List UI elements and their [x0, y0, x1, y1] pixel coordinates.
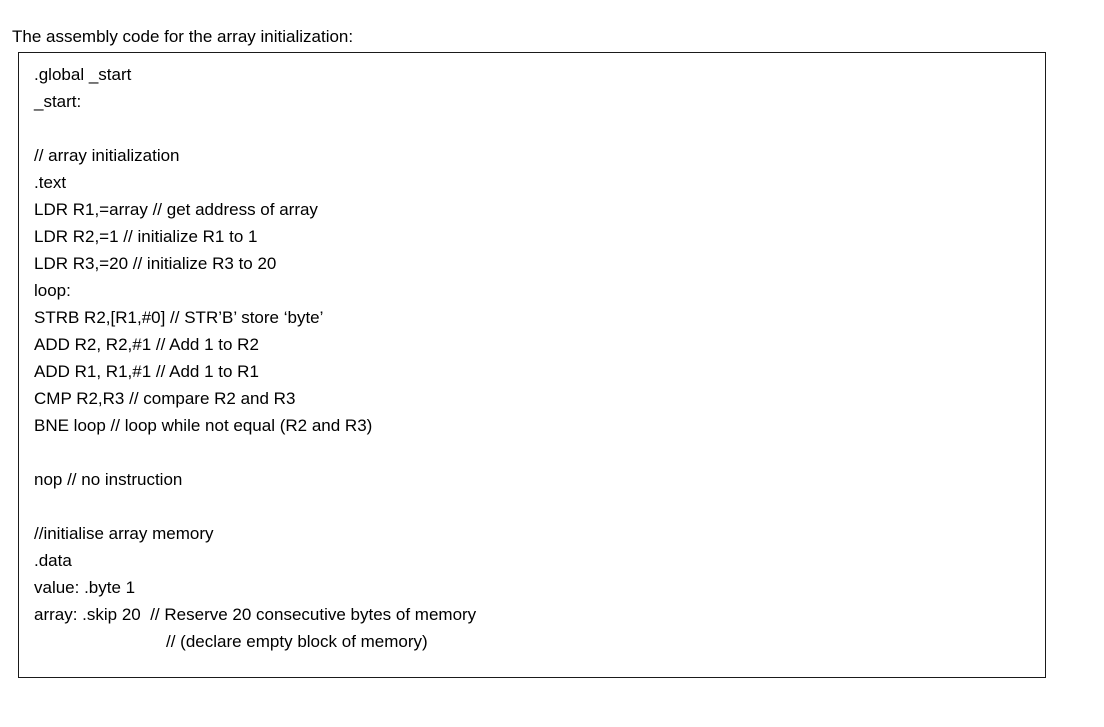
code-line: LDR R2,=1 // initialize R1 to 1 [34, 227, 258, 246]
code-listing: .global _start _start: // array initializ… [34, 61, 1041, 655]
code-line-blank [34, 439, 1041, 466]
code-line: LDR R1,=array // get address of array [34, 200, 318, 219]
code-line-blank [34, 115, 1041, 142]
code-block-container: .global _start _start: // array initializ… [18, 52, 1046, 678]
code-line-blank [34, 493, 1041, 520]
code-line: array: .skip 20 // Reserve 20 consecutiv… [34, 605, 477, 624]
code-line: ADD R1, R1,#1 // Add 1 to R1 [34, 362, 259, 381]
code-line: //initialise array memory [34, 524, 214, 543]
code-line: nop // no instruction [34, 470, 183, 489]
code-line: value: .byte 1 [34, 578, 136, 597]
code-line: LDR R3,=20 // initialize R3 to 20 [34, 254, 277, 273]
code-line: BNE loop // loop while not equal (R2 and… [34, 416, 373, 435]
code-line: .text [34, 173, 67, 192]
code-line: CMP R2,R3 // compare R2 and R3 [34, 389, 296, 408]
code-line: // array initialization [34, 146, 180, 165]
page-title: The assembly code for the array initiali… [12, 27, 354, 46]
code-line: ADD R2, R2,#1 // Add 1 to R2 [34, 335, 259, 354]
code-line: // (declare empty block of memory) [166, 632, 428, 651]
code-line: .global _start [34, 65, 132, 84]
code-line: STRB R2,[R1,#0] // STR’B’ store ‘byte’ [34, 308, 324, 327]
code-line: .data [34, 551, 72, 570]
code-line: _start: [34, 92, 82, 111]
code-line: loop: [34, 281, 71, 300]
